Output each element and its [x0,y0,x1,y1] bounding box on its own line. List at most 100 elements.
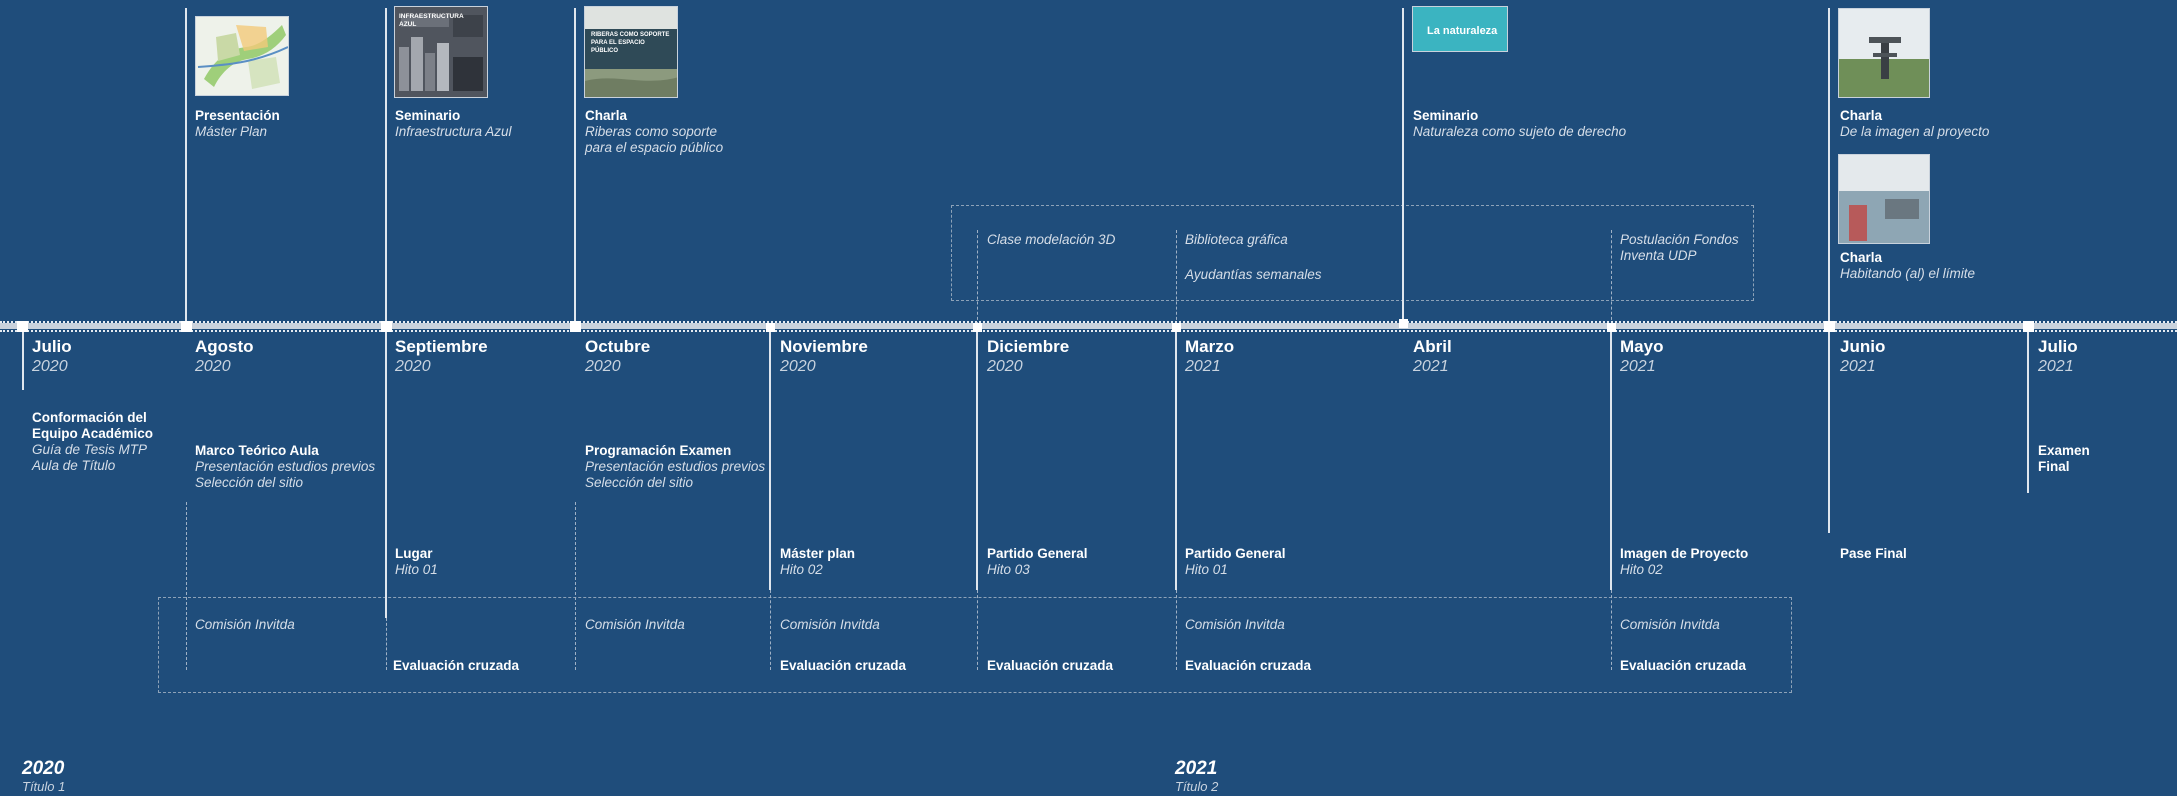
timeline-dotted-bottom [0,330,2177,332]
year-label: 2021 [1185,358,1221,375]
month-label: Noviembre [780,337,868,356]
year-label: 2021 [2038,358,2074,375]
month-label: Junio [1840,337,1886,356]
month-label: Diciembre [987,337,1070,356]
event-title: Charla [1840,250,1883,265]
node-noviembre [766,323,775,332]
period-label: Título 1 [22,779,66,794]
month-label: Mayo [1620,337,1664,356]
year-label: 2020 [32,358,68,375]
milestone-sub: Hito 02 [1620,562,1663,577]
comision-label: Comisión Invitda [1620,617,1720,632]
period-year: 2020 [22,758,65,779]
event-title: Seminario [1413,108,1479,123]
line-septiembre-bottom [385,328,387,618]
evaluacion-label: Evaluación cruzada [393,658,520,673]
event-title: Charla [1840,108,1883,123]
evaluacion-label: Evaluación cruzada [1620,658,1747,673]
event-title: Presentación [195,108,280,123]
month-label: Abril [1413,337,1452,356]
line-octubre-top [574,8,576,326]
node-junio [1824,321,1835,332]
weekly-clase: Clase modelación 3D [987,232,1116,247]
line-junio-top [1828,8,1830,326]
dash-septiembre-bottom [386,618,387,670]
node-julio [17,321,28,332]
event-subtitle: De la imagen al proyecto [1840,124,1990,139]
year-label: 2020 [585,358,621,375]
node-octubre [570,321,581,332]
line-diciembre-bottom [976,328,978,590]
riberas-thumbnail-text: RIBERAS COMO SOPORTE PARA EL ESPACIO PÚB… [591,32,670,54]
timeline-axis [0,323,2177,329]
year-label: 2020 [987,358,1023,375]
weekly-biblioteca: Biblioteca gráfica [1185,232,1288,247]
milestone-title: Partido General [1185,546,1286,561]
milestone-sub: Hito 03 [987,562,1030,577]
line-noviembre-bottom [769,328,771,590]
event-subtitle: Infraestructura Azul [395,124,512,139]
comision-label: Comisión Invitda [195,617,295,632]
line-junio-bottom [1828,328,1830,533]
milestone-sub: Hito 01 [1185,562,1228,577]
line-marzo-bottom [1175,328,1177,590]
activity-title: Marco Teórico Aula [195,443,319,458]
dash-mayo-bottom [1611,590,1612,670]
month-label: Julio [2038,337,2078,356]
milestone-sub: Hito 02 [780,562,823,577]
year-label: 2021 [1620,358,1656,375]
node-marzo [1172,323,1181,332]
dash-marzo-upper [1176,230,1177,325]
activity-title: Equipo Académico [32,426,154,441]
event-subtitle: Naturaleza como sujeto de derecho [1413,124,1627,139]
event-subtitle: Máster Plan [195,124,268,139]
comision-label: Comisión Invitda [780,617,880,632]
imagen-proyecto-thumbnail [1838,8,1930,98]
year-label: 2020 [780,358,816,375]
activity-title: Examen [2038,443,2090,458]
activity-subtitle: Presentación estudios previos [195,459,376,474]
weekly-activities-box [951,205,1754,301]
year-label: 2020 [195,358,231,375]
milestone-title: Imagen de Proyecto [1620,546,1749,561]
naturaleza-thumbnail: La naturaleza [1412,6,1508,52]
activity-subtitle: Aula de Título [32,458,116,473]
month-label: Agosto [195,337,254,356]
weekly-postulacion-2: Inventa UDP [1620,248,1697,263]
event-subtitle: Habitando (al) el límite [1840,266,1976,281]
node-agosto [181,321,192,332]
milestone-title: Partido General [987,546,1088,561]
dash-noviembre-bottom [770,590,771,670]
milestone-sub: Hito 01 [395,562,438,577]
line-julio2021-bottom [2027,328,2029,493]
habitando-thumbnail [1838,154,1930,244]
dash-diciembre-upper [977,230,978,325]
node-mayo [1607,323,1616,332]
evaluacion-label: Evaluación cruzada [987,658,1114,673]
month-label: Marzo [1185,337,1235,356]
year-label: 2021 [1413,358,1449,375]
naturaleza-thumbnail-text: La naturaleza [1427,25,1498,37]
masterplan-thumbnail [195,16,289,96]
activity-subtitle: Selección del sitio [195,475,304,490]
line-julio-bottom [22,328,24,390]
evaluacion-label: Evaluación cruzada [1185,658,1312,673]
riberas-thumbnail: RIBERAS COMO SOPORTE PARA EL ESPACIO PÚB… [584,6,678,98]
evaluacion-label: Evaluación cruzada [780,658,907,673]
event-title: Seminario [395,108,461,123]
timeline-dotted-top [0,321,2177,323]
activity-subtitle: Guía de Tesis MTP [32,442,148,457]
milestone-title: Pase Final [1840,546,1907,561]
comision-label: Comisión Invitda [585,617,685,632]
month-label: Octubre [585,337,651,356]
line-mayo-bottom [1610,328,1612,590]
node-septiembre [381,321,392,332]
month-label: Julio [32,337,72,356]
weekly-postulacion-1: Postulación Fondos [1620,232,1739,247]
period-year: 2021 [1175,758,1218,779]
dash-octubre-bottom [575,502,576,670]
line-agosto-top [185,8,187,326]
activity-subtitle: Presentación estudios previos [585,459,766,474]
activity-subtitle: Selección del sitio [585,475,694,490]
activity-title: Final [2038,459,2070,474]
